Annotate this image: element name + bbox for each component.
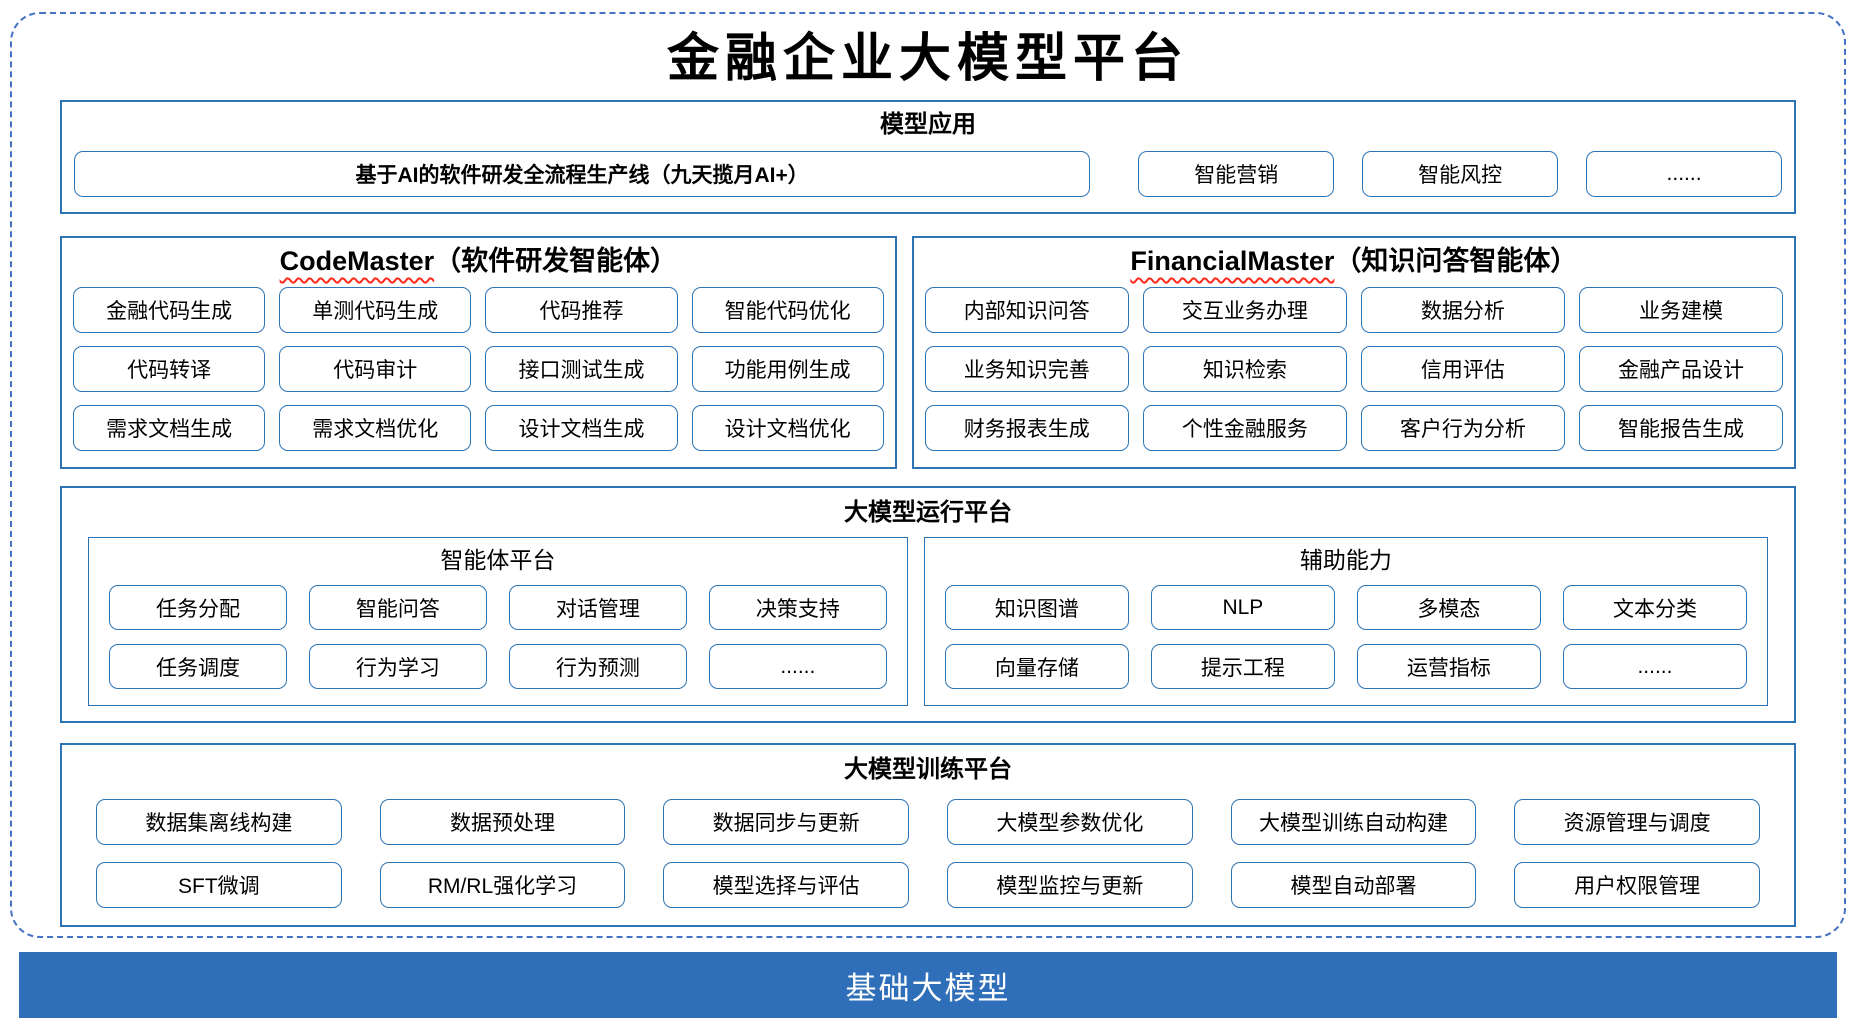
runtime-platform-panel: 大模型运行平台 智能体平台 任务分配智能问答对话管理决策支持任务调度行为学习行为… — [60, 486, 1796, 723]
capability-chip: 金融产品设计 — [1578, 346, 1783, 392]
capability-chip: 数据预处理 — [379, 799, 626, 845]
capability-chip: 任务分配 — [109, 585, 287, 630]
capability-chip: 内部知识问答 — [924, 287, 1129, 333]
capability-chip: 向量存储 — [944, 644, 1129, 689]
capability-chip: 业务知识完善 — [924, 346, 1129, 392]
capability-chip: 数据分析 — [1360, 287, 1565, 333]
capability-chip: 模型监控与更新 — [947, 862, 1193, 908]
capability-chip: ...... — [1586, 151, 1783, 197]
capability-chip: 接口测试生成 — [485, 346, 678, 392]
capability-chip: 对话管理 — [508, 585, 687, 630]
capability-chip: 交互业务办理 — [1142, 287, 1347, 333]
capability-chip: 知识检索 — [1142, 346, 1347, 392]
capability-chip: 大模型参数优化 — [947, 799, 1193, 845]
capability-chip: 信用评估 — [1360, 346, 1565, 392]
capability-chip: 业务建模 — [1578, 287, 1783, 333]
capability-chip: 决策支持 — [708, 585, 887, 630]
codemaster-grid: 金融代码生成单测代码生成代码推荐智能代码优化代码转译代码审计接口测试生成功能用例… — [73, 287, 884, 451]
capability-chip: 财务报表生成 — [924, 405, 1129, 451]
capability-chip: 任务调度 — [109, 644, 287, 689]
capability-chip: 用户权限管理 — [1514, 862, 1760, 908]
runtime-groups-row: 智能体平台 任务分配智能问答对话管理决策支持任务调度行为学习行为预测......… — [88, 537, 1768, 706]
capability-chip: 智能风控 — [1362, 151, 1559, 197]
capability-chip: 多模态 — [1356, 585, 1541, 630]
agents-row: CodeMaster（软件研发智能体） 金融代码生成单测代码生成代码推荐智能代码… — [60, 236, 1796, 469]
capability-chip: ...... — [708, 644, 887, 689]
capability-chip: 文本分类 — [1562, 585, 1747, 630]
capability-chip: 模型自动部署 — [1230, 862, 1477, 908]
capability-chip: 代码推荐 — [485, 287, 678, 333]
capability-chip: 客户行为分析 — [1360, 405, 1565, 451]
capability-chip: 提示工程 — [1150, 644, 1335, 689]
codemaster-panel: CodeMaster（软件研发智能体） 金融代码生成单测代码生成代码推荐智能代码… — [60, 236, 897, 469]
agent-platform-group: 智能体平台 任务分配智能问答对话管理决策支持任务调度行为学习行为预测...... — [88, 537, 908, 706]
codemaster-title-en: CodeMaster — [279, 246, 435, 276]
capability-chip: 智能报告生成 — [1578, 405, 1783, 451]
capability-chip: ...... — [1562, 644, 1747, 689]
production-line-chip: 基于AI的软件研发全流程生产线（九天揽月AI+） — [74, 151, 1091, 197]
capability-chip: 需求文档生成 — [73, 405, 266, 451]
runtime-platform-title: 大模型运行平台 — [844, 499, 1012, 526]
financialmaster-panel: FinancialMaster（知识问答智能体） 内部知识问答交互业务办理数据分… — [911, 236, 1796, 469]
capability-chip: 代码审计 — [279, 346, 472, 392]
financialmaster-grid: 内部知识问答交互业务办理数据分析业务建模业务知识完善知识检索信用评估金融产品设计… — [924, 287, 1783, 451]
training-platform-grid: 数据集离线构建数据预处理数据同步与更新大模型参数优化大模型训练自动构建资源管理与… — [96, 799, 1760, 908]
agent-platform-title: 智能体平台 — [440, 547, 556, 573]
capability-chip: 单测代码生成 — [279, 287, 472, 333]
foundation-model-label: 基础大模型 — [845, 970, 1011, 1006]
capability-chip: 设计文档优化 — [691, 405, 884, 451]
auxiliary-capability-title: 辅助能力 — [1299, 547, 1392, 573]
agent-platform-grid: 任务分配智能问答对话管理决策支持任务调度行为学习行为预测...... — [109, 585, 887, 689]
codemaster-title: CodeMaster（软件研发智能体） — [73, 246, 884, 276]
capability-chip: 个性金融服务 — [1142, 405, 1347, 451]
platform-diagram-frame: 金融企业大模型平台 模型应用 基于AI的软件研发全流程生产线（九天揽月AI+） … — [10, 12, 1846, 938]
training-platform-title: 大模型训练平台 — [844, 756, 1012, 783]
financialmaster-title-zh: （知识问答智能体） — [1334, 246, 1578, 276]
capability-chip: 行为学习 — [308, 644, 487, 689]
financialmaster-title-en: FinancialMaster — [1130, 246, 1335, 276]
auxiliary-capability-group: 辅助能力 知识图谱 NLP 多模态文本分类向量存储提示工程运营指标...... — [923, 537, 1768, 706]
capability-chip: 模型选择与评估 — [663, 862, 909, 908]
capability-chip: SFT微调 — [96, 862, 342, 908]
capability-chip: 代码转译 — [73, 346, 266, 392]
capability-chip: 知识图谱 — [944, 585, 1129, 630]
financialmaster-title: FinancialMaster（知识问答智能体） — [925, 246, 1783, 276]
page-title: 金融企业大模型平台 — [666, 28, 1189, 89]
capability-chip: 设计文档生成 — [485, 405, 678, 451]
capability-chip: RM/RL强化学习 — [379, 862, 626, 908]
model-application-panel: 模型应用 基于AI的软件研发全流程生产线（九天揽月AI+） 智能营销智能风控..… — [60, 100, 1796, 214]
model-application-row: 基于AI的软件研发全流程生产线（九天揽月AI+） 智能营销智能风控...... — [74, 151, 1783, 197]
capability-chip: 金融代码生成 — [73, 287, 266, 333]
capability-chip: 资源管理与调度 — [1514, 799, 1760, 845]
capability-chip: 数据同步与更新 — [663, 799, 909, 845]
codemaster-title-zh: （软件研发智能体） — [434, 246, 678, 276]
training-platform-panel: 大模型训练平台 数据集离线构建数据预处理数据同步与更新大模型参数优化大模型训练自… — [60, 743, 1796, 927]
capability-chip: 运营指标 — [1356, 644, 1541, 689]
auxiliary-capability-grid: 知识图谱 NLP 多模态文本分类向量存储提示工程运营指标...... — [944, 585, 1747, 689]
foundation-model-bar: 基础大模型 — [19, 952, 1837, 1018]
capability-chip: 大模型训练自动构建 — [1230, 799, 1477, 845]
capability-chip: 行为预测 — [508, 644, 687, 689]
capability-chip: 智能营销 — [1138, 151, 1335, 197]
capability-chip: 功能用例生成 — [691, 346, 884, 392]
capability-chip: 数据集离线构建 — [96, 799, 342, 845]
capability-chip: 智能代码优化 — [691, 287, 884, 333]
capability-chip: NLP — [1150, 585, 1335, 630]
model-application-title: 模型应用 — [880, 111, 976, 138]
capability-chip: 智能问答 — [308, 585, 487, 630]
capability-chip: 需求文档优化 — [279, 405, 472, 451]
